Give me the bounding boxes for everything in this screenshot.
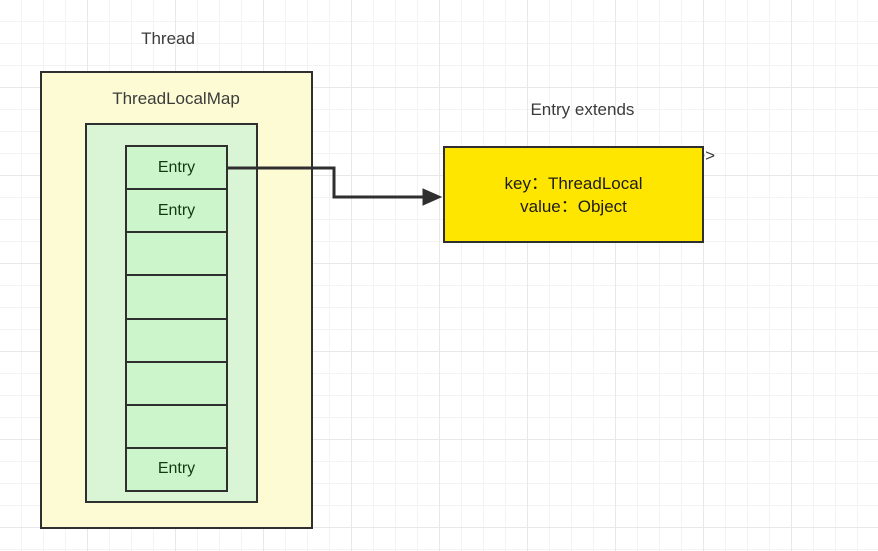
entry-cell xyxy=(127,362,226,406)
entry-detail-title-line1: Entry extends xyxy=(530,100,635,119)
entry-cell xyxy=(127,319,226,363)
entry-detail-box: key：ThreadLocal value：Object xyxy=(443,146,704,243)
entry-value-line: value：Object xyxy=(520,196,627,216)
entry-array: Entry Entry Entry xyxy=(125,145,228,492)
arrowhead-icon xyxy=(422,188,443,206)
entry-cell xyxy=(127,233,226,277)
entry-cell: Entry xyxy=(127,190,226,234)
thread-label: Thread xyxy=(141,29,195,48)
entry-cell xyxy=(127,405,226,449)
entry-cell: Entry xyxy=(127,147,226,191)
threadlocalmap-label: ThreadLocalMap xyxy=(112,89,240,108)
entry-cell xyxy=(127,276,226,320)
entry-cell: Entry xyxy=(127,448,226,490)
entry-key-line: key：ThreadLocal xyxy=(504,173,643,193)
